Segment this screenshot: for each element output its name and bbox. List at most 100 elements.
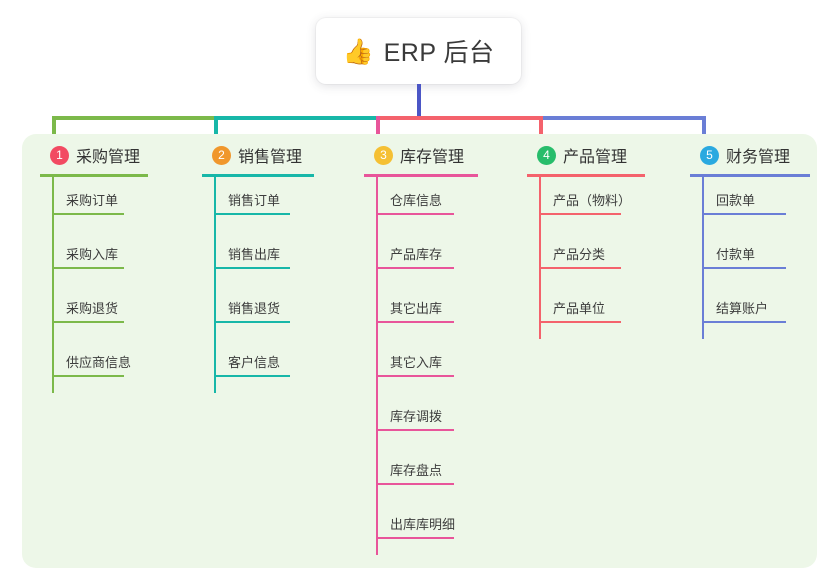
leaf-item-label: 销售出库 bbox=[228, 247, 281, 262]
branch-underline bbox=[690, 174, 810, 177]
leaf-item-label: 销售退货 bbox=[228, 301, 281, 316]
leaf-item[interactable]: 仓库信息 bbox=[364, 191, 512, 215]
leaf-item[interactable]: 产品（物料） bbox=[527, 191, 677, 215]
leaf-underline bbox=[376, 213, 454, 215]
branch-header[interactable]: 4 产品管理 bbox=[527, 143, 677, 167]
branch-underline bbox=[364, 174, 478, 177]
branch-underline bbox=[202, 174, 314, 177]
leaf-item-label: 产品（物料） bbox=[553, 193, 632, 208]
branch-column: 5 财务管理回款单付款单结算账户 bbox=[690, 143, 818, 339]
leaf-underline bbox=[214, 375, 290, 377]
bus-segment bbox=[52, 116, 214, 120]
leaf-underline bbox=[702, 213, 786, 215]
leaf-item[interactable]: 销售订单 bbox=[202, 191, 350, 215]
leaf-item[interactable]: 回款单 bbox=[690, 191, 818, 215]
leaf-item-label: 结算账户 bbox=[716, 301, 769, 316]
leaf-item[interactable]: 结算账户 bbox=[690, 299, 818, 323]
leaf-item-label: 采购入库 bbox=[66, 247, 119, 262]
thumbs-up-icon: 👍 bbox=[342, 36, 374, 66]
leaf-item-label: 客户信息 bbox=[228, 355, 281, 370]
branch-title: 财务管理 bbox=[726, 149, 791, 166]
leaf-item-label: 产品分类 bbox=[553, 247, 606, 262]
leaf-item[interactable]: 销售退货 bbox=[202, 299, 350, 323]
leaf-item-label: 库存调拨 bbox=[390, 409, 443, 424]
bus-segment bbox=[376, 116, 539, 120]
leaf-underline bbox=[214, 213, 290, 215]
leaf-item[interactable]: 产品分类 bbox=[527, 245, 677, 269]
leaf-underline bbox=[376, 537, 454, 539]
leaf-item-label: 采购退货 bbox=[66, 301, 119, 316]
leaf-item[interactable]: 付款单 bbox=[690, 245, 818, 269]
branches-panel bbox=[22, 134, 817, 568]
leaf-underline bbox=[539, 321, 621, 323]
leaf-item-label: 库存盘点 bbox=[390, 463, 443, 478]
branch-drop-connector bbox=[52, 116, 56, 150]
leaf-underline bbox=[376, 267, 454, 269]
leaf-item[interactable]: 销售出库 bbox=[202, 245, 350, 269]
branch-number-badge: 1 bbox=[50, 145, 69, 165]
branch-drop-connector bbox=[376, 116, 380, 150]
branch-header[interactable]: 5 财务管理 bbox=[690, 143, 818, 167]
branch-number-badge: 2 bbox=[212, 145, 231, 165]
root-node[interactable]: 👍 ERP 后台 bbox=[316, 18, 521, 84]
leaf-underline bbox=[376, 429, 454, 431]
leaf-underline bbox=[52, 267, 124, 269]
leaf-underline bbox=[52, 213, 124, 215]
leaf-underline bbox=[52, 375, 124, 377]
leaf-item-label: 回款单 bbox=[716, 193, 756, 208]
leaf-stem-connector bbox=[539, 177, 541, 339]
leaf-item[interactable]: 产品库存 bbox=[364, 245, 512, 269]
leaf-underline bbox=[52, 321, 124, 323]
branch-number-badge: 3 bbox=[374, 145, 393, 165]
leaf-item-label: 出库库明细 bbox=[390, 517, 456, 532]
leaf-item[interactable]: 供应商信息 bbox=[40, 353, 190, 377]
leaf-item-label: 产品库存 bbox=[390, 247, 443, 262]
branch-underline bbox=[527, 174, 645, 177]
branch-number-badge: 5 bbox=[700, 145, 719, 165]
branch-underline bbox=[40, 174, 148, 177]
branch-title: 库存管理 bbox=[400, 149, 465, 166]
branch-drop-connector bbox=[539, 116, 543, 150]
leaf-stem-connector bbox=[702, 177, 704, 339]
branch-drop-connector bbox=[702, 116, 706, 150]
leaf-underline bbox=[539, 267, 621, 269]
branch-drop-connector bbox=[214, 116, 218, 150]
leaf-item[interactable]: 其它出库 bbox=[364, 299, 512, 323]
leaf-item[interactable]: 采购入库 bbox=[40, 245, 190, 269]
leaf-stem-connector bbox=[376, 177, 378, 555]
bus-segment bbox=[214, 116, 376, 120]
bus-segment bbox=[539, 116, 702, 120]
leaf-underline bbox=[376, 321, 454, 323]
leaf-item-label: 采购订单 bbox=[66, 193, 119, 208]
leaf-item[interactable]: 库存调拨 bbox=[364, 407, 512, 431]
branch-header[interactable]: 1 采购管理 bbox=[40, 143, 190, 167]
leaf-item[interactable]: 采购退货 bbox=[40, 299, 190, 323]
branch-header[interactable]: 3 库存管理 bbox=[364, 143, 512, 167]
leaf-item[interactable]: 库存盘点 bbox=[364, 461, 512, 485]
branch-title: 产品管理 bbox=[563, 149, 628, 166]
branch-title: 采购管理 bbox=[76, 149, 141, 166]
leaf-underline bbox=[376, 375, 454, 377]
leaf-item[interactable]: 客户信息 bbox=[202, 353, 350, 377]
leaf-item-label: 产品单位 bbox=[553, 301, 606, 316]
leaf-item[interactable]: 采购订单 bbox=[40, 191, 190, 215]
branch-header[interactable]: 2 销售管理 bbox=[202, 143, 350, 167]
branch-column: 4 产品管理产品（物料） 产品分类产品单位 bbox=[527, 143, 677, 339]
leaf-stem-connector bbox=[214, 177, 216, 393]
leaf-underline bbox=[214, 267, 290, 269]
leaf-item[interactable]: 产品单位 bbox=[527, 299, 677, 323]
leaf-item[interactable]: 出库库明细 bbox=[364, 515, 512, 539]
root-stem-connector bbox=[417, 84, 421, 118]
branch-number-badge: 4 bbox=[537, 145, 556, 165]
branch-title: 销售管理 bbox=[238, 149, 303, 166]
leaf-item[interactable]: 其它入库 bbox=[364, 353, 512, 377]
leaf-item-label: 付款单 bbox=[716, 247, 756, 262]
leaf-item-label: 供应商信息 bbox=[66, 355, 132, 370]
leaf-item-label: 其它入库 bbox=[390, 355, 443, 370]
leaf-underline bbox=[539, 213, 621, 215]
root-title: ERP 后台 bbox=[383, 39, 495, 67]
branch-column: 1 采购管理采购订单采购入库采购退货供应商信息 bbox=[40, 143, 190, 393]
leaf-underline bbox=[702, 321, 786, 323]
leaf-item-label: 仓库信息 bbox=[390, 193, 443, 208]
